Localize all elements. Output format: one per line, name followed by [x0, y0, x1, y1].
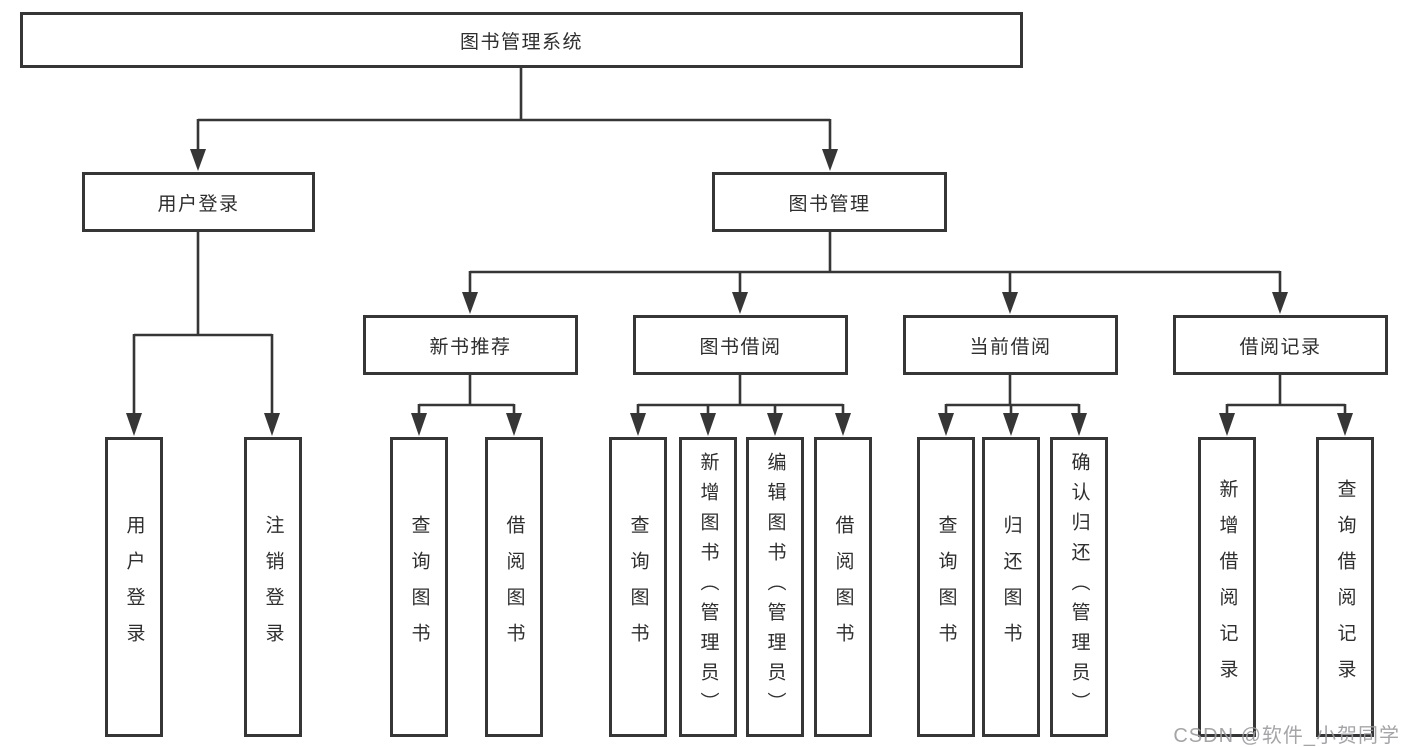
leaf-logout: 注销登录 — [244, 437, 302, 737]
csdn-watermark: CSDN @软件_小贺同学 — [1173, 725, 1400, 747]
leaf-add-book-admin: 新增图书（管理员） — [679, 437, 737, 737]
leaf-return-book: 归还图书 — [982, 437, 1040, 737]
leaf-query-books-recommend: 查询图书 — [390, 437, 448, 737]
leaf-borrow-books-recommend: 借阅图书 — [485, 437, 543, 737]
leaf-add-borrow-record: 新增借阅记录 — [1198, 437, 1256, 737]
leaf-query-books-borrowing: 查询图书 — [609, 437, 667, 737]
node-user-login: 用户登录 — [82, 172, 315, 232]
node-new-book-recommend: 新书推荐 — [363, 315, 578, 375]
node-book-management: 图书管理 — [712, 172, 947, 232]
leaf-query-books-current: 查询图书 — [917, 437, 975, 737]
node-library-system: 图书管理系统 — [20, 12, 1023, 68]
leaf-confirm-return-admin: 确认归还（管理员） — [1050, 437, 1108, 737]
leaf-edit-book-admin: 编辑图书（管理员） — [746, 437, 804, 737]
node-current-borrowing: 当前借阅 — [903, 315, 1118, 375]
leaf-user-login: 用户登录 — [105, 437, 163, 737]
leaf-query-borrow-record: 查询借阅记录 — [1316, 437, 1374, 737]
node-book-borrowing: 图书借阅 — [633, 315, 848, 375]
leaf-borrow-books-borrowing: 借阅图书 — [814, 437, 872, 737]
node-borrowing-records: 借阅记录 — [1173, 315, 1388, 375]
